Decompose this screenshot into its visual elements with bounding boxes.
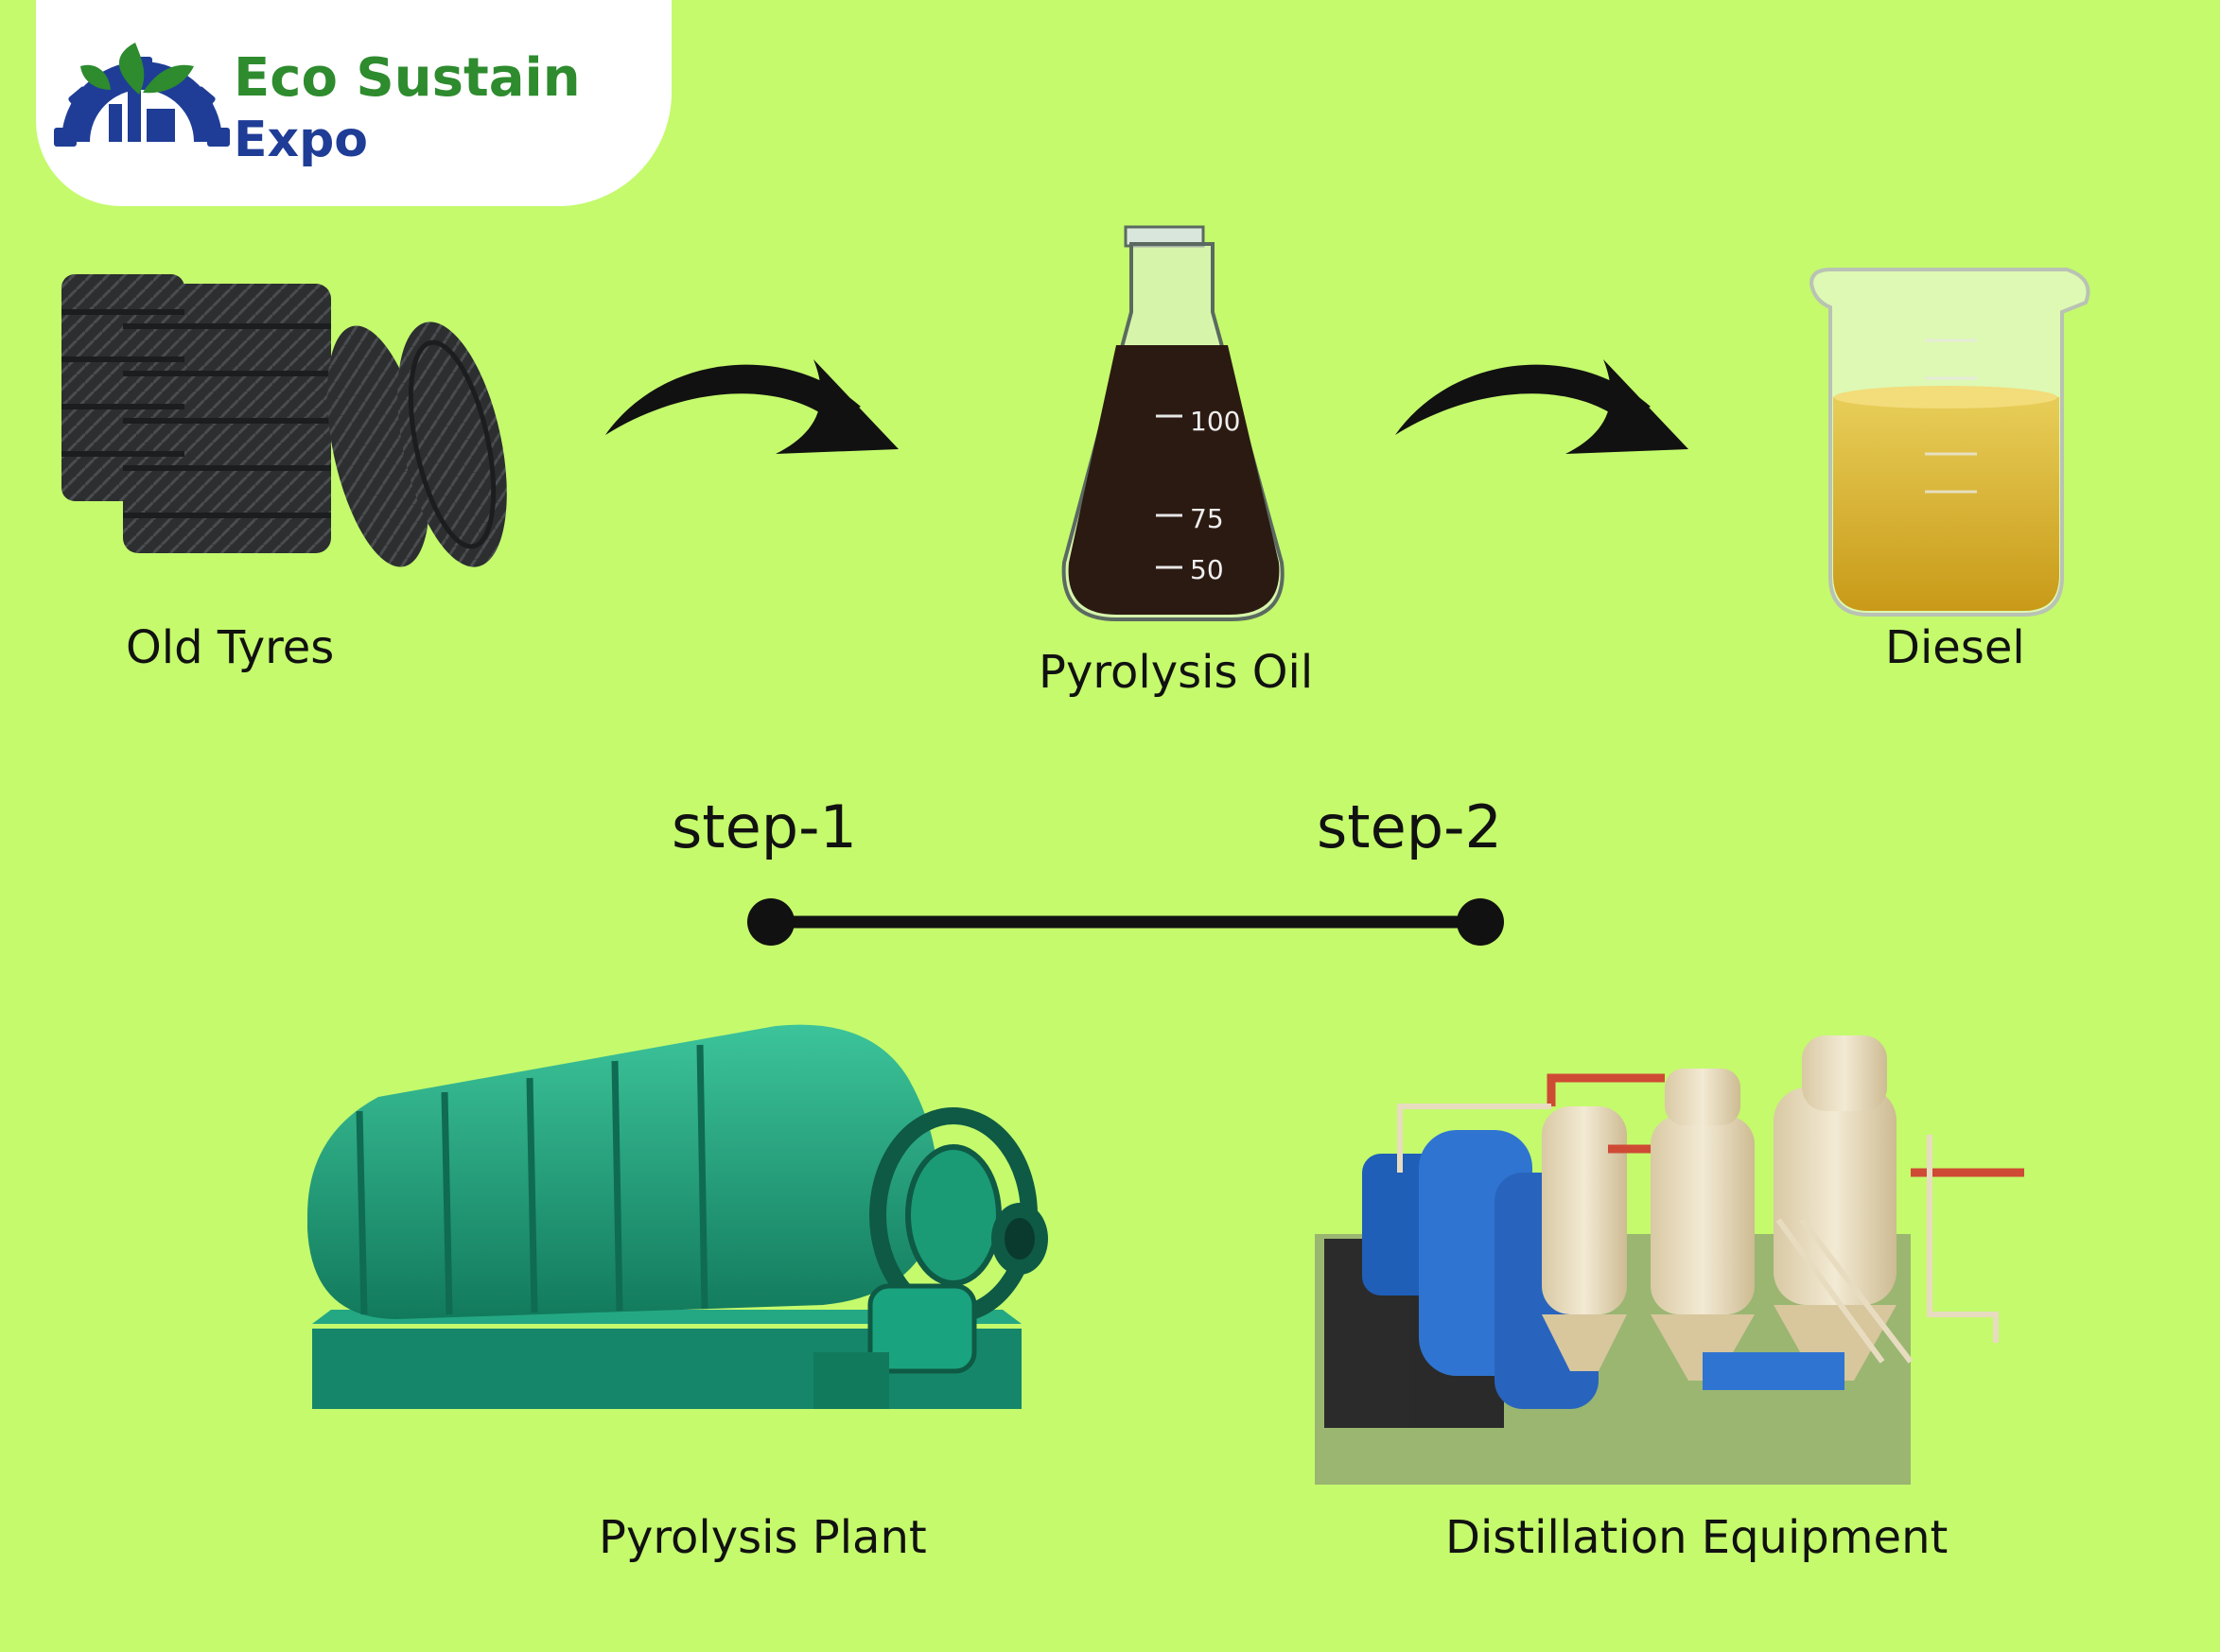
- arrow-right-icon-1: [605, 359, 899, 454]
- logo-text-line2: Expo: [234, 112, 369, 168]
- tyres-image: [61, 274, 507, 567]
- beaker-image: [1809, 268, 2090, 617]
- step-1-marker: [747, 898, 795, 946]
- label-diesel: Diesel: [1885, 621, 2025, 674]
- flask-mark-100: 100: [1190, 406, 1240, 437]
- arrow-right-icon-2: [1395, 359, 1688, 454]
- gear-leaf-logo-icon: [54, 43, 230, 147]
- label-pyrolysis-oil: Pyrolysis Oil: [1039, 646, 1314, 699]
- pyrolysis-plant-image: [307, 1024, 1048, 1409]
- label-old-tyres: Old Tyres: [126, 621, 335, 674]
- label-distillation-equipment: Distillation Equipment: [1445, 1511, 1949, 1564]
- distillation-equipment-image: [1315, 1035, 2024, 1485]
- flask-mark-75: 75: [1190, 503, 1224, 534]
- flask-image: 100 75 50: [1061, 225, 1285, 621]
- logo-text-line1: Eco Sustain: [234, 47, 581, 109]
- step-2-label: step-2: [1317, 792, 1502, 861]
- label-pyrolysis-plant: Pyrolysis Plant: [599, 1511, 927, 1564]
- flask-mark-50: 50: [1190, 554, 1224, 585]
- step-timeline: [747, 898, 1504, 946]
- logo-card: [36, 0, 672, 206]
- step-2-marker: [1457, 898, 1504, 946]
- step-1-label: step-1: [672, 792, 857, 861]
